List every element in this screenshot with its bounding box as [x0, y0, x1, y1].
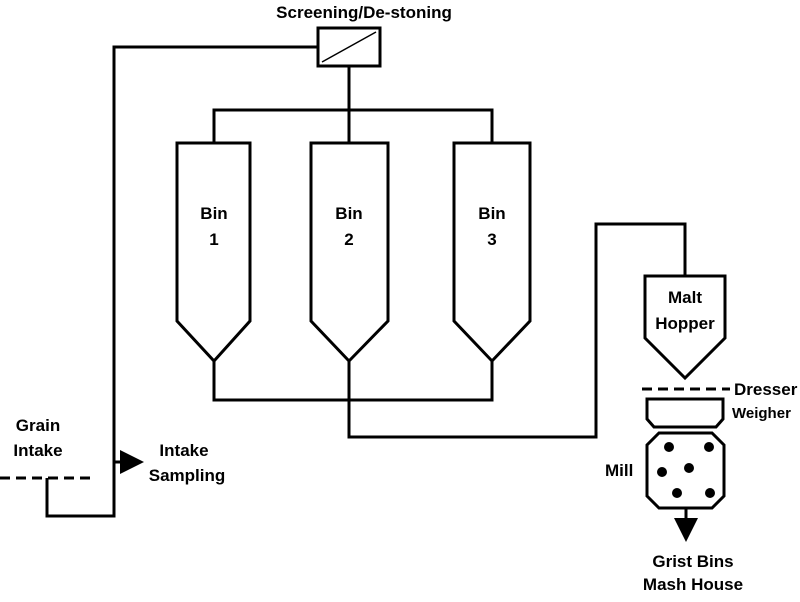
bin-3-label-line2: 3: [487, 230, 496, 249]
bin-3-label-line1: Bin: [478, 204, 505, 223]
grain-intake-label-line1: Grain: [16, 416, 60, 435]
grist-bins-label-line1: Grist Bins: [652, 552, 733, 571]
weigher: [645, 397, 725, 429]
malt-hopper-label-line1: Malt: [668, 288, 702, 307]
intake-sampling-label-line1: Intake: [159, 441, 208, 460]
bin-2: [309, 141, 390, 364]
malt-hopper: [643, 274, 727, 381]
bin-1-label-line1: Bin: [200, 204, 227, 223]
screening-diagonal: [321, 31, 377, 63]
grist-bins-label-line2: Mash House: [643, 575, 743, 594]
intake-elevator-line: [45, 45, 318, 518]
bin-1-label-line2: 1: [209, 230, 218, 249]
bin-distribution-header: [212, 108, 494, 143]
screening-label: Screening/De-stoning: [276, 3, 452, 22]
malt-hopper-label-line2: Hopper: [655, 314, 715, 333]
bin-2-label-line1: Bin: [335, 204, 362, 223]
mill-rollers: [657, 442, 715, 498]
bin-2-label-line2: 2: [344, 230, 353, 249]
intake-sampling-label-line2: Sampling: [149, 466, 226, 485]
bin-3: [452, 141, 532, 364]
weigher-label: Weigher: [732, 405, 791, 422]
bin-1: [175, 141, 252, 364]
grain-intake-label-line2: Intake: [13, 441, 62, 460]
hopper-feed-line: [347, 222, 687, 439]
bin-outlet-collector: [212, 361, 494, 402]
mill-label: Mill: [605, 461, 633, 480]
dresser-label: Dresser: [734, 380, 798, 399]
